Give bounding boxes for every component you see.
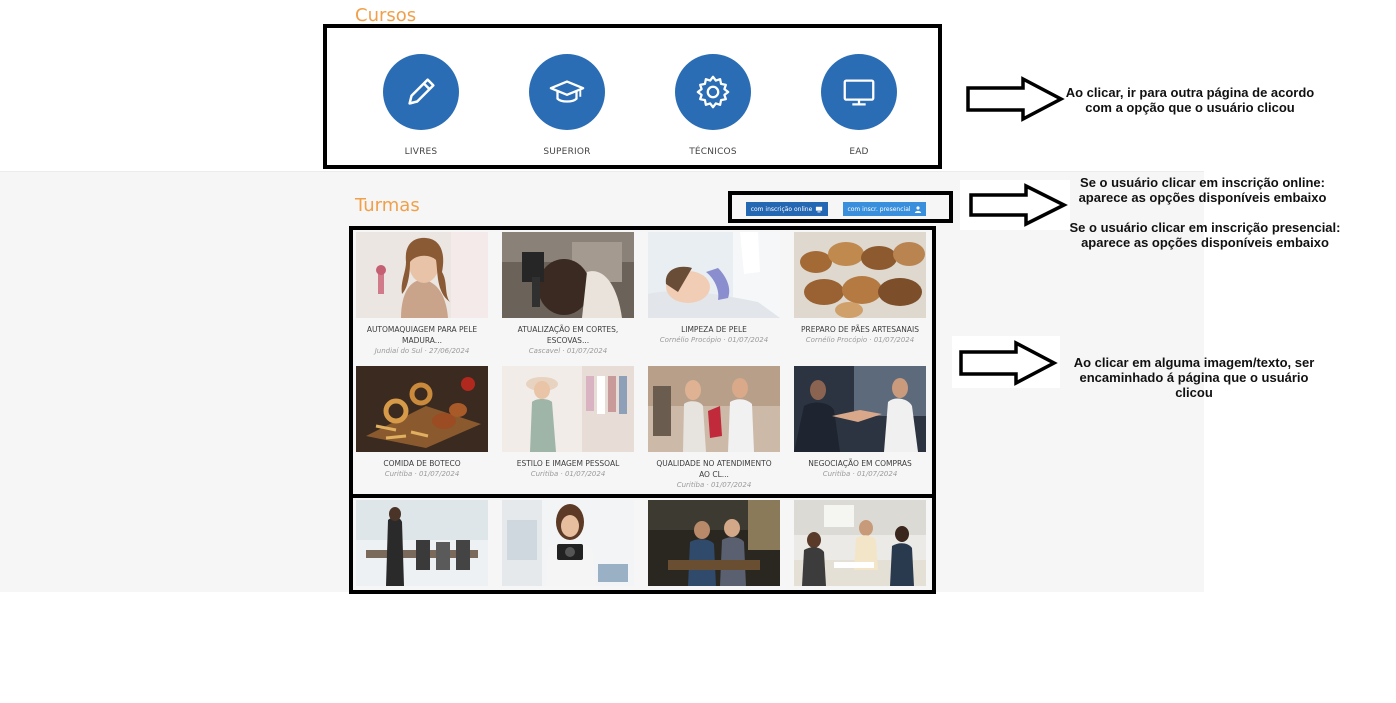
class-meta: Cornélio Procópio · 01/07/2024: [659, 336, 769, 344]
class-card[interactable]: NEGOCIAÇÃO EM COMPRAS Curitiba · 01/07/2…: [794, 366, 926, 478]
negotiation-photo: [794, 366, 926, 452]
class-title[interactable]: NEGOCIAÇÃO EM COMPRAS: [808, 459, 912, 468]
course-superior-label: SUPERIOR: [543, 147, 591, 157]
class-title[interactable]: ATUALIZAÇÃO EM CORTES, ESCOVAS...: [517, 325, 619, 345]
skin-care-photo: [648, 232, 780, 318]
monitor-icon: [816, 206, 823, 212]
class-card[interactable]: [356, 500, 488, 586]
cursos-title: Cursos: [355, 5, 417, 26]
annotation-cards: Ao clicar em alguma imagem/texto, ser en…: [1073, 355, 1315, 400]
meeting-photo: [356, 500, 488, 586]
gear-icon: [696, 75, 730, 109]
course-superior[interactable]: SUPERIOR: [507, 54, 627, 157]
class-image[interactable]: [794, 232, 926, 318]
class-meta: Curitiba · 01/07/2024: [384, 470, 460, 478]
arrow-right-icon: [966, 76, 1065, 122]
filter-online-label: com inscrição online: [750, 205, 813, 213]
course-ead-button[interactable]: [821, 54, 897, 130]
class-card[interactable]: ESTILO E IMAGEM PESSOAL Curitiba · 01/07…: [502, 366, 634, 478]
filter-online-button[interactable]: com inscrição online: [746, 202, 828, 216]
class-card[interactable]: LIMPEZA DE PELE Cornélio Procópio · 01/0…: [648, 232, 780, 344]
team-work-photo: [794, 500, 926, 586]
monitor-icon: [843, 79, 875, 106]
bread-photo: [794, 232, 926, 318]
class-card[interactable]: [502, 500, 634, 586]
class-title[interactable]: COMIDA DE BOTECO: [383, 459, 461, 468]
class-card[interactable]: [648, 500, 780, 586]
class-card[interactable]: AUTOMAQUIAGEM PARA PELE MADURA... Jundia…: [356, 232, 488, 355]
class-meta: Curitiba · 01/07/2024: [822, 470, 898, 478]
customer-service-photo: [648, 366, 780, 452]
arrow-right-icon: [959, 340, 1058, 386]
business-meeting-photo: [648, 500, 780, 586]
class-meta: Jundiaí do Sul · 27/06/2024: [374, 347, 470, 355]
class-image[interactable]: [794, 366, 926, 452]
class-image[interactable]: [502, 500, 634, 586]
class-image[interactable]: [502, 232, 634, 318]
class-image[interactable]: [648, 366, 780, 452]
course-tecnicos-button[interactable]: [675, 54, 751, 130]
class-meta: Curitiba · 01/07/2024: [530, 470, 606, 478]
cursos-highlight-frame: [323, 24, 942, 169]
graduation-cap-icon: [549, 80, 585, 103]
class-image[interactable]: [356, 500, 488, 586]
course-ead[interactable]: EAD: [799, 54, 919, 157]
class-meta: Cornélio Procópio · 01/07/2024: [805, 336, 915, 344]
turmas-title: Turmas: [355, 195, 420, 216]
photographer-photo: [502, 500, 634, 586]
class-meta: Curitiba · 01/07/2024: [676, 481, 752, 489]
class-title[interactable]: QUALIDADE NO ATENDIMENTO AO CL...: [656, 459, 772, 479]
course-livres-button[interactable]: [383, 54, 459, 130]
annotation-online: Se o usuário clicar em inscrição online:…: [1078, 175, 1327, 205]
filter-presencial-label: com inscr. presencial: [847, 205, 911, 213]
turmas-extra-highlight-frame: [349, 494, 936, 594]
class-card[interactable]: [794, 500, 926, 586]
class-title[interactable]: AUTOMAQUIAGEM PARA PELE MADURA...: [366, 325, 478, 345]
course-ead-label: EAD: [849, 147, 869, 157]
class-card[interactable]: ATUALIZAÇÃO EM CORTES, ESCOVAS... Cascav…: [502, 232, 634, 355]
class-title[interactable]: PREPARO DE PÃES ARTESANAIS: [801, 325, 919, 334]
hair-salon-photo: [502, 232, 634, 318]
class-image[interactable]: [648, 500, 780, 586]
filter-highlight-frame: [728, 191, 953, 223]
makeup-photo: [356, 232, 488, 318]
bar-food-photo: [356, 366, 488, 452]
course-superior-button[interactable]: [529, 54, 605, 130]
course-livres[interactable]: LIVRES: [361, 54, 481, 157]
course-livres-label: LIVRES: [404, 147, 438, 157]
annotation-presencial: Se o usuário clicar em inscrição presenc…: [1069, 220, 1341, 250]
fashion-photo: [502, 366, 634, 452]
class-image[interactable]: [356, 366, 488, 452]
annotation-cursos: Ao clicar, ir para outra página de acord…: [1065, 85, 1315, 115]
class-card[interactable]: QUALIDADE NO ATENDIMENTO AO CL... Curiti…: [648, 366, 780, 489]
class-image[interactable]: [794, 500, 926, 586]
class-image[interactable]: [648, 232, 780, 318]
class-image[interactable]: [356, 232, 488, 318]
class-card[interactable]: COMIDA DE BOTECO Curitiba · 01/07/2024: [356, 366, 488, 478]
pencil-icon: [408, 78, 435, 105]
filter-presencial-button[interactable]: com inscr. presencial: [843, 202, 926, 216]
class-card[interactable]: PREPARO DE PÃES ARTESANAIS Cornélio Proc…: [794, 232, 926, 344]
user-icon: [914, 205, 921, 213]
class-title[interactable]: ESTILO E IMAGEM PESSOAL: [516, 459, 620, 468]
course-tecnicos[interactable]: TÉCNICOS: [653, 54, 773, 157]
class-image[interactable]: [502, 366, 634, 452]
course-tecnicos-label: TÉCNICOS: [689, 147, 737, 157]
class-title[interactable]: LIMPEZA DE PELE: [681, 325, 747, 334]
class-meta: Cascavel · 01/07/2024: [528, 347, 608, 355]
arrow-right-icon: [969, 183, 1068, 227]
